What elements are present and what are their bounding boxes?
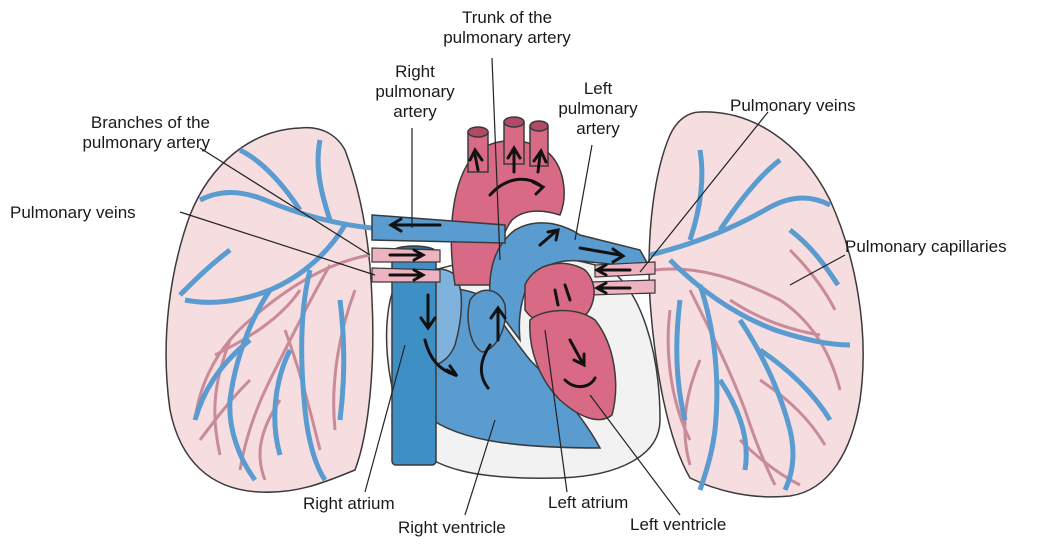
label-right-atrium: Right atrium bbox=[303, 494, 395, 514]
label-left-atrium: Left atrium bbox=[548, 493, 628, 513]
label-trunk-pulmonary-artery: Trunk of the pulmonary artery bbox=[432, 8, 582, 48]
label-left-pulmonary-artery: Left pulmonary artery bbox=[548, 79, 648, 139]
label-right-pulmonary-artery: Right pulmonary artery bbox=[370, 62, 460, 122]
aortic-branches bbox=[468, 117, 548, 172]
label-pulmonary-veins-left: Pulmonary veins bbox=[10, 203, 136, 223]
label-pulmonary-capillaries: Pulmonary capillaries bbox=[845, 237, 1007, 257]
right-lung bbox=[166, 128, 373, 493]
left-lung bbox=[649, 112, 863, 497]
label-pulmonary-veins-right: Pulmonary veins bbox=[730, 96, 856, 116]
label-right-ventricle: Right ventricle bbox=[398, 518, 506, 538]
label-left-ventricle: Left ventricle bbox=[630, 515, 726, 535]
label-branches-pulmonary-artery: Branches of the pulmonary artery bbox=[40, 113, 210, 153]
